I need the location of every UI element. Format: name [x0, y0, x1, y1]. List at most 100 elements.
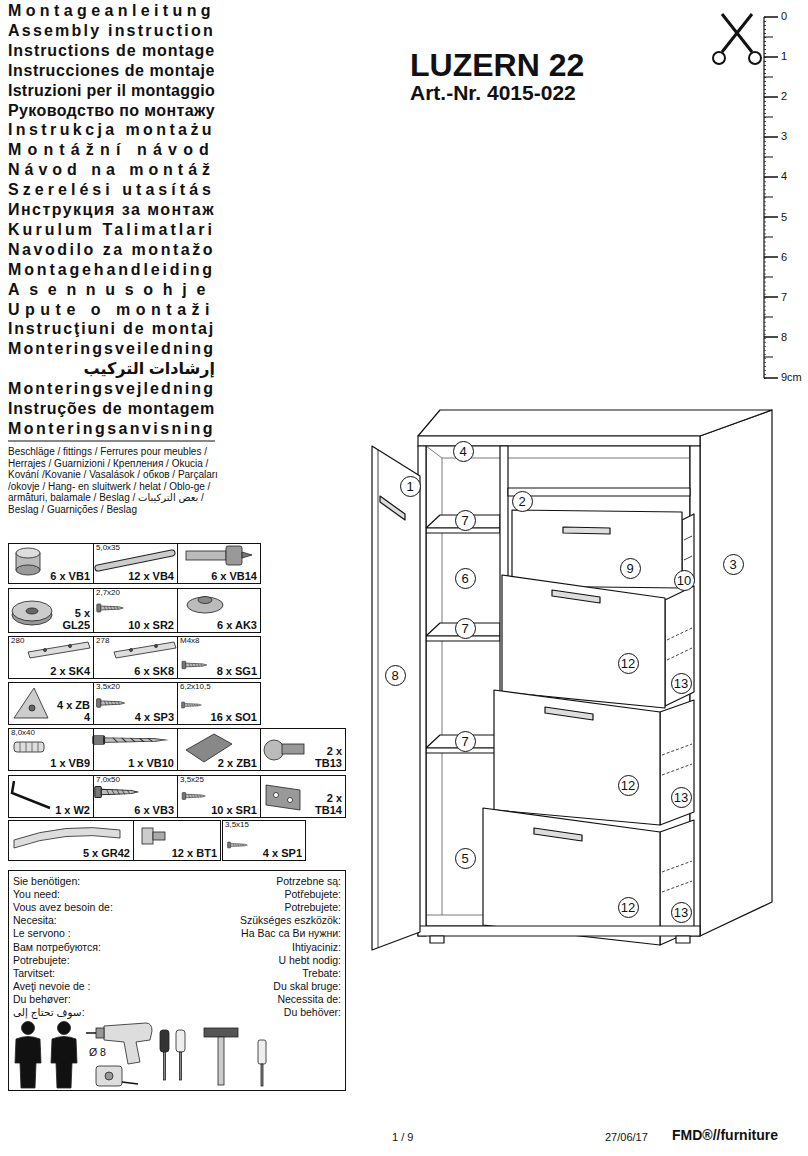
page-number: 1 / 9 — [392, 1131, 413, 1144]
callout-circle: 3 — [723, 554, 744, 575]
cabinet-drawing — [380, 496, 405, 520]
tool-icons — [96, 1066, 122, 1086]
part-count: 4 x SP1 — [263, 847, 302, 859]
ruler-number: 5 — [781, 211, 787, 224]
dimension-label: 3,5x15 — [225, 821, 249, 830]
cabinet-drawing — [494, 690, 660, 825]
callout-circle: 2 — [512, 491, 533, 512]
tools-box: Sie benötigen:You need:Vous avez besoin … — [8, 870, 346, 1091]
callout-circle: 1 — [400, 476, 421, 497]
callout-circle: 10 — [674, 570, 695, 591]
dimension-label: 3,5x20 — [96, 683, 120, 692]
callout-circle: 13 — [671, 673, 692, 694]
fitting-icons — [114, 642, 176, 658]
callout-circle: 8 — [385, 665, 406, 686]
fitting-icons — [155, 645, 158, 648]
tools-caption: Du skal bruge: — [273, 981, 341, 993]
ruler-number: 3 — [781, 130, 787, 143]
ruler-number: 7 — [781, 291, 787, 304]
tools-caption: Le servono : — [13, 928, 71, 940]
tool-icons — [160, 1030, 169, 1052]
brand-logo: FMD®//furniture — [672, 1127, 778, 1144]
callout-circle: 7 — [455, 731, 476, 752]
part-count: 10 x SR1 — [211, 804, 257, 816]
fitting-box: 6 x VB1 — [8, 543, 94, 584]
callout-circle: 13 — [671, 787, 692, 808]
callout-circle: 4 — [453, 441, 474, 462]
tools-caption: Trebate: — [302, 968, 341, 980]
cabinet-drawing — [660, 700, 694, 825]
ruler-number: 8 — [781, 331, 787, 344]
fitting-icons — [198, 597, 212, 604]
instruction-heading: Asennusohje — [8, 280, 215, 299]
ruler-number: 9cm — [781, 371, 802, 384]
callout-circle: 12 — [618, 897, 639, 918]
fitting-icons — [98, 553, 172, 568]
fitting-icons — [16, 565, 40, 575]
fitting-icons — [16, 548, 40, 558]
dimension-label: 6,2x10,5 — [180, 683, 211, 692]
tools-caption: Tarvitset: — [13, 968, 55, 980]
dimension-label: 278 — [96, 637, 109, 646]
fitting-box: 1 x W2 — [8, 775, 94, 818]
cut-ruler — [764, 17, 778, 378]
tools-caption: Necessita de: — [277, 994, 341, 1006]
cabinet-drawing — [430, 936, 444, 943]
callout-circle: 7 — [455, 618, 476, 639]
tool-icons — [96, 1028, 104, 1038]
fitting-icons — [288, 798, 293, 803]
callout-number: 9 — [626, 562, 633, 575]
tool-icons — [51, 1037, 77, 1089]
ruler-number: 4 — [781, 170, 787, 183]
dimension-label: 280 — [11, 637, 24, 646]
fitting-icons — [98, 553, 172, 568]
part-count: 6 x AK3 — [217, 619, 257, 631]
tools-caption: Du behöver: — [284, 1007, 341, 1019]
tools-caption: Potrebujete: — [13, 955, 70, 967]
cabinet-drawing — [662, 744, 692, 775]
fitting-icons — [26, 608, 38, 614]
tools-caption: Potrebujete: — [284, 902, 341, 914]
cabinet-drawing — [418, 410, 772, 436]
part-count: 1 x W2 — [55, 804, 90, 816]
callout-circle: 9 — [620, 558, 641, 579]
instruction-heading: Instrukcja montażu — [8, 120, 215, 139]
callout-number: 2 — [518, 495, 525, 508]
fitting-box: 2 x ZB1 — [177, 728, 261, 771]
fitting-box: M4x88 x SG1 — [177, 636, 261, 679]
tools-caption: سوف تحتاج إلى: — [13, 1007, 85, 1019]
fitting-icons — [264, 740, 284, 760]
tools-caption: Вам потребуются: — [13, 942, 101, 954]
fitting-icons — [187, 597, 223, 613]
fitting-icons — [186, 551, 226, 560]
instruction-heading: Upute o montaži — [8, 300, 215, 319]
fitting-icons — [226, 546, 242, 565]
part-count: 2 x TB14 — [308, 792, 342, 816]
part-count: 5 x GL25 — [56, 607, 90, 631]
callout-circle: 12 — [618, 775, 639, 796]
callout-number: 8 — [391, 669, 398, 682]
tools-caption: U hebt nodig: — [279, 955, 341, 967]
cabinet-drawing — [483, 808, 660, 945]
ruler-number: 2 — [781, 90, 787, 103]
instruction-heading: Návod na montáž — [8, 160, 215, 179]
fitting-icons — [142, 828, 153, 844]
tool-icons — [15, 1022, 266, 1089]
fitting-icons — [14, 828, 120, 848]
part-count: 16 x SO1 — [211, 711, 257, 723]
callout-number: 5 — [461, 852, 468, 865]
dimension-label: M4x8 — [180, 637, 200, 646]
fitting-icons — [14, 688, 48, 718]
cabinet-drawing — [665, 586, 694, 706]
instruction-heading: Montageanleitung — [8, 1, 215, 20]
tool-icons — [180, 1052, 182, 1080]
fitting-box: 3,5x2510 x SR1 — [177, 775, 261, 818]
fitting-box: 4 x ZB 4 — [8, 682, 94, 725]
tool-icons — [204, 1028, 238, 1037]
callout-number: 1 — [406, 480, 413, 493]
fitting-box: 6 x AK3 — [177, 588, 261, 633]
callout-number: 12 — [621, 779, 635, 792]
fitting-icons — [69, 645, 72, 648]
date-label: 27/06/17 — [605, 1131, 648, 1144]
cut-ruler — [764, 17, 770, 379]
